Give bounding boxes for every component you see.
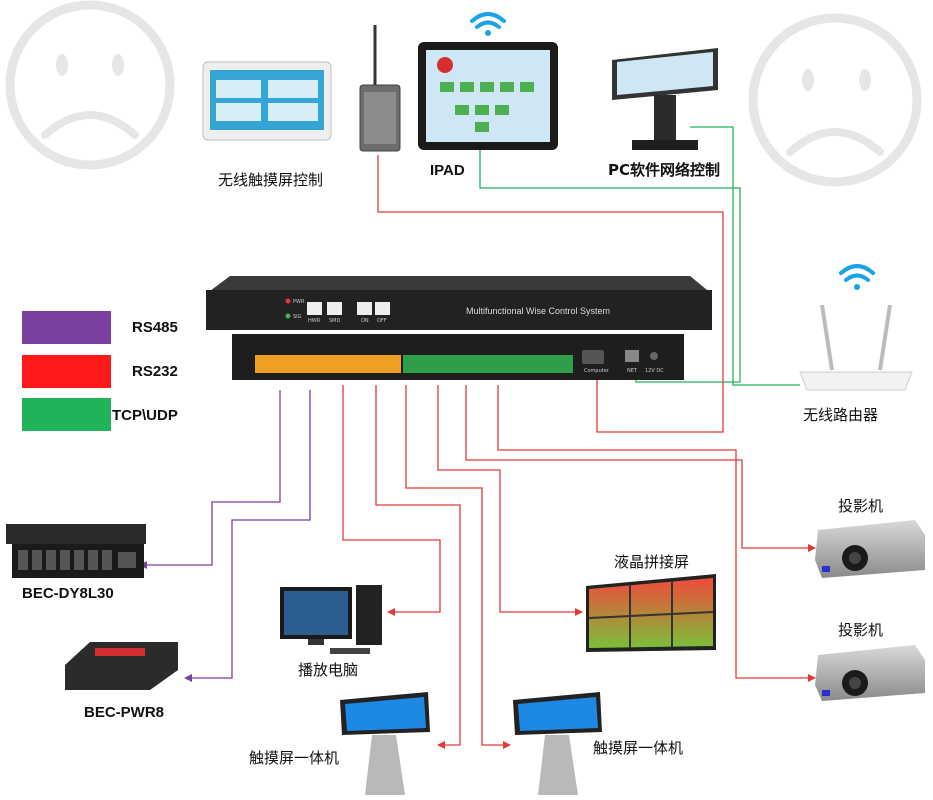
play-pc-device <box>280 585 382 654</box>
label-ipad: IPAD <box>430 162 465 179</box>
legend-swatch-rs485 <box>22 311 111 344</box>
legend-swatch-rs232 <box>22 355 111 388</box>
projector-2-device <box>815 645 925 701</box>
label-bec-pwr8: BEC-PWR8 <box>84 704 164 721</box>
kiosk-1-device <box>340 692 430 795</box>
controller-dc: 12V DC <box>645 368 664 374</box>
controller-title: Multifunctional Wise Control System <box>466 306 610 316</box>
label-router: 无线路由器 <box>803 406 878 424</box>
label-kiosk-2: 触摸屏一体机 <box>593 739 683 757</box>
label-bec-dy8l30: BEC-DY8L30 <box>22 585 114 602</box>
controller-btn-smd-label: SMD <box>329 318 340 324</box>
label-pc-software: PC软件网络控制 <box>608 161 720 179</box>
controller-btn-on[interactable] <box>357 302 372 315</box>
label-wireless-touch: 无线触摸屏控制 <box>218 171 323 189</box>
legend-swatch-tcp <box>22 398 111 431</box>
pc-kiosk-device <box>612 48 718 150</box>
label-projector-2: 投影机 <box>838 621 883 639</box>
wireless-module-icon <box>359 25 401 152</box>
label-projector-1: 投影机 <box>838 497 883 515</box>
legend-label-rs232: RS232 <box>132 363 178 380</box>
controller-unit: PWR SIG HWR SMD ON OFF Multifunctional W… <box>206 276 712 380</box>
legend: RS485 RS232 TCP\UDP <box>22 311 178 431</box>
label-lcd-wall: 液晶拼接屏 <box>614 553 689 571</box>
controller-sig: SIG <box>293 314 302 320</box>
router-device <box>799 304 913 391</box>
legend-label-rs485: RS485 <box>132 319 178 336</box>
controller-net: NET <box>627 368 638 374</box>
controller-btn-on-label: ON <box>361 318 369 324</box>
wireless-touch-panel <box>202 61 332 141</box>
sad-face-right-icon <box>748 13 922 187</box>
projector-1-device <box>815 520 925 578</box>
controller-btn-smd[interactable] <box>327 302 342 315</box>
controller-btn-hwr-label: HWR <box>308 318 321 324</box>
wifi-router-icon <box>839 264 875 290</box>
label-play-pc: 播放电脑 <box>298 661 358 679</box>
legend-label-tcp: TCP\UDP <box>112 407 178 424</box>
lcd-wall-device <box>586 574 716 652</box>
ipad-device <box>418 42 558 150</box>
controller-btn-off-label: OFF <box>377 318 387 324</box>
controller-btn-off[interactable] <box>375 302 390 315</box>
bec-pwr8-device <box>65 642 178 690</box>
bec-dy8l30-device <box>6 524 146 578</box>
controller-pwr: PWR <box>293 299 305 305</box>
kiosk-2-device <box>513 692 602 795</box>
connection-lines <box>139 126 816 749</box>
wifi-icon <box>470 12 506 36</box>
controller-btn-hwr[interactable] <box>307 302 322 315</box>
label-kiosk-1: 触摸屏一体机 <box>249 749 339 767</box>
sad-face-left-icon <box>5 0 175 170</box>
controller-computer: Computer <box>584 368 610 374</box>
